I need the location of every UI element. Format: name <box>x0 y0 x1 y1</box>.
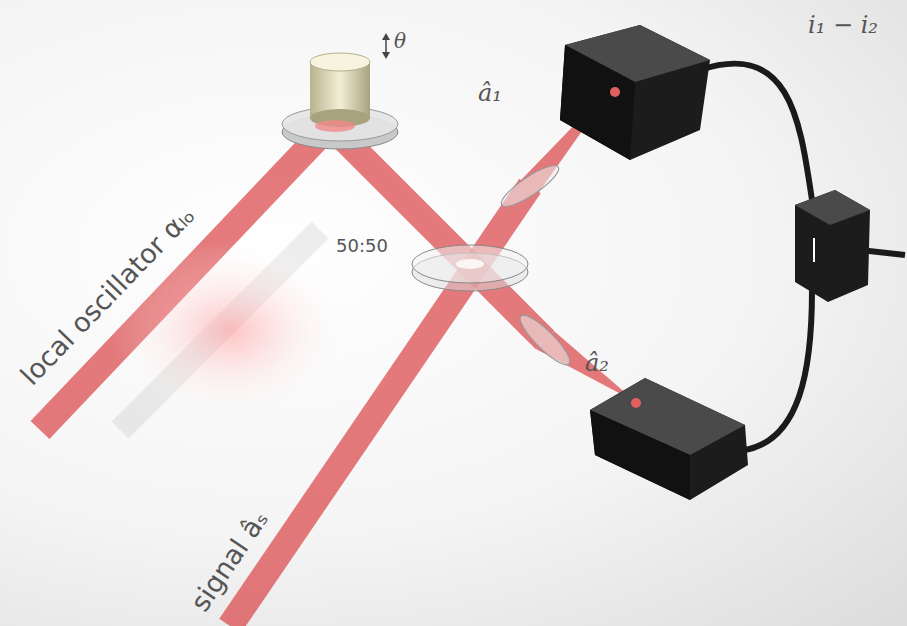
phase-label: θ <box>394 30 406 52</box>
beam-splitter <box>412 245 528 291</box>
signal-label: i₁ − i₂ <box>808 12 878 38</box>
mode-label: â₂ <box>585 350 609 376</box>
lens <box>515 310 576 371</box>
laser-beam <box>40 125 545 626</box>
lens <box>497 160 563 213</box>
cable <box>700 64 905 450</box>
piezo-mirror <box>282 33 398 149</box>
mode-label: â₁ <box>478 80 502 106</box>
photodetector <box>590 378 748 500</box>
photodetector <box>560 25 710 160</box>
splitter-ratio: 50:50 <box>336 236 388 256</box>
subtractor-box <box>795 190 870 302</box>
